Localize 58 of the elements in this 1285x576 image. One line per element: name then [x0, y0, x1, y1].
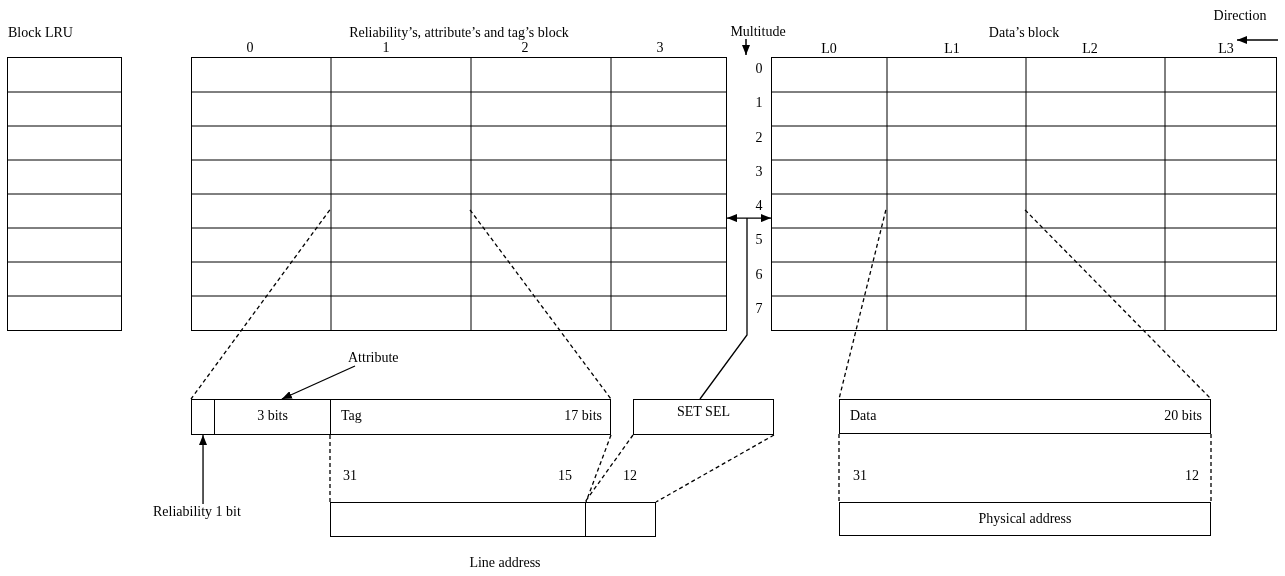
direction-label: Direction	[1213, 8, 1267, 24]
connector-line	[699, 217, 748, 400]
bit-index: 31	[853, 468, 867, 484]
field-label: Tag	[341, 408, 362, 424]
dashed-line	[1210, 433, 1212, 503]
address-field	[330, 502, 586, 537]
row-number: 6	[755, 266, 763, 283]
multitude-label: Multitude	[730, 24, 786, 40]
dashed-line	[190, 209, 331, 400]
field-label: SET SEL	[677, 404, 730, 420]
dashed-line	[584, 434, 634, 503]
row-number: 0	[755, 61, 763, 77]
arrow	[199, 434, 207, 505]
bit-index: 12	[623, 468, 637, 484]
line-number: L3	[1218, 41, 1234, 57]
bit-index: 31	[343, 468, 357, 484]
row-number: 7	[755, 300, 763, 317]
bit-field	[330, 399, 611, 435]
field-label: Physical address	[978, 511, 1072, 527]
row-number: 1	[755, 95, 763, 112]
dashed-line	[1024, 209, 1212, 400]
dashed-line	[838, 209, 887, 400]
address-field	[585, 502, 656, 537]
block-heading: Block LRU	[8, 25, 73, 41]
address-field	[191, 399, 215, 435]
bit-field	[214, 399, 331, 435]
field-label: Data	[850, 408, 877, 424]
double-arrow	[726, 214, 772, 223]
column-number: 3	[656, 40, 664, 56]
column-number: 2	[521, 40, 529, 56]
bit-field	[633, 399, 774, 435]
row-number: 5	[755, 232, 763, 249]
line-number: L1	[944, 41, 960, 57]
row-number: 4	[755, 198, 763, 214]
dashed-line	[469, 209, 612, 400]
dashed-line	[329, 434, 331, 503]
bit-field	[839, 399, 1211, 434]
field-label: 3 bits	[257, 408, 288, 424]
address-caption: Line address	[469, 555, 541, 571]
column-number: 1	[382, 40, 390, 56]
bit-index: 15	[558, 468, 572, 484]
block-heading: Reliability’s, attribute’s and tag’s block	[349, 25, 569, 41]
annotation-label: Reliability 1 bit	[153, 504, 283, 520]
dashed-line	[655, 434, 775, 503]
bit-field	[839, 502, 1211, 536]
line-number: L0	[821, 41, 837, 57]
field-label: 17 bits	[564, 408, 602, 424]
bit-index: 12	[1185, 468, 1199, 484]
row-number: 3	[755, 163, 763, 180]
row-number: 2	[755, 129, 763, 146]
line-number: L2	[1082, 41, 1098, 57]
column-number: 0	[246, 40, 254, 56]
dashed-line	[585, 434, 612, 503]
block-heading: Data’s block	[988, 25, 1060, 41]
arrow	[281, 365, 356, 400]
dashed-line	[838, 433, 840, 503]
annotation-label: Attribute	[348, 350, 432, 366]
field-label: 20 bits	[1164, 408, 1202, 424]
